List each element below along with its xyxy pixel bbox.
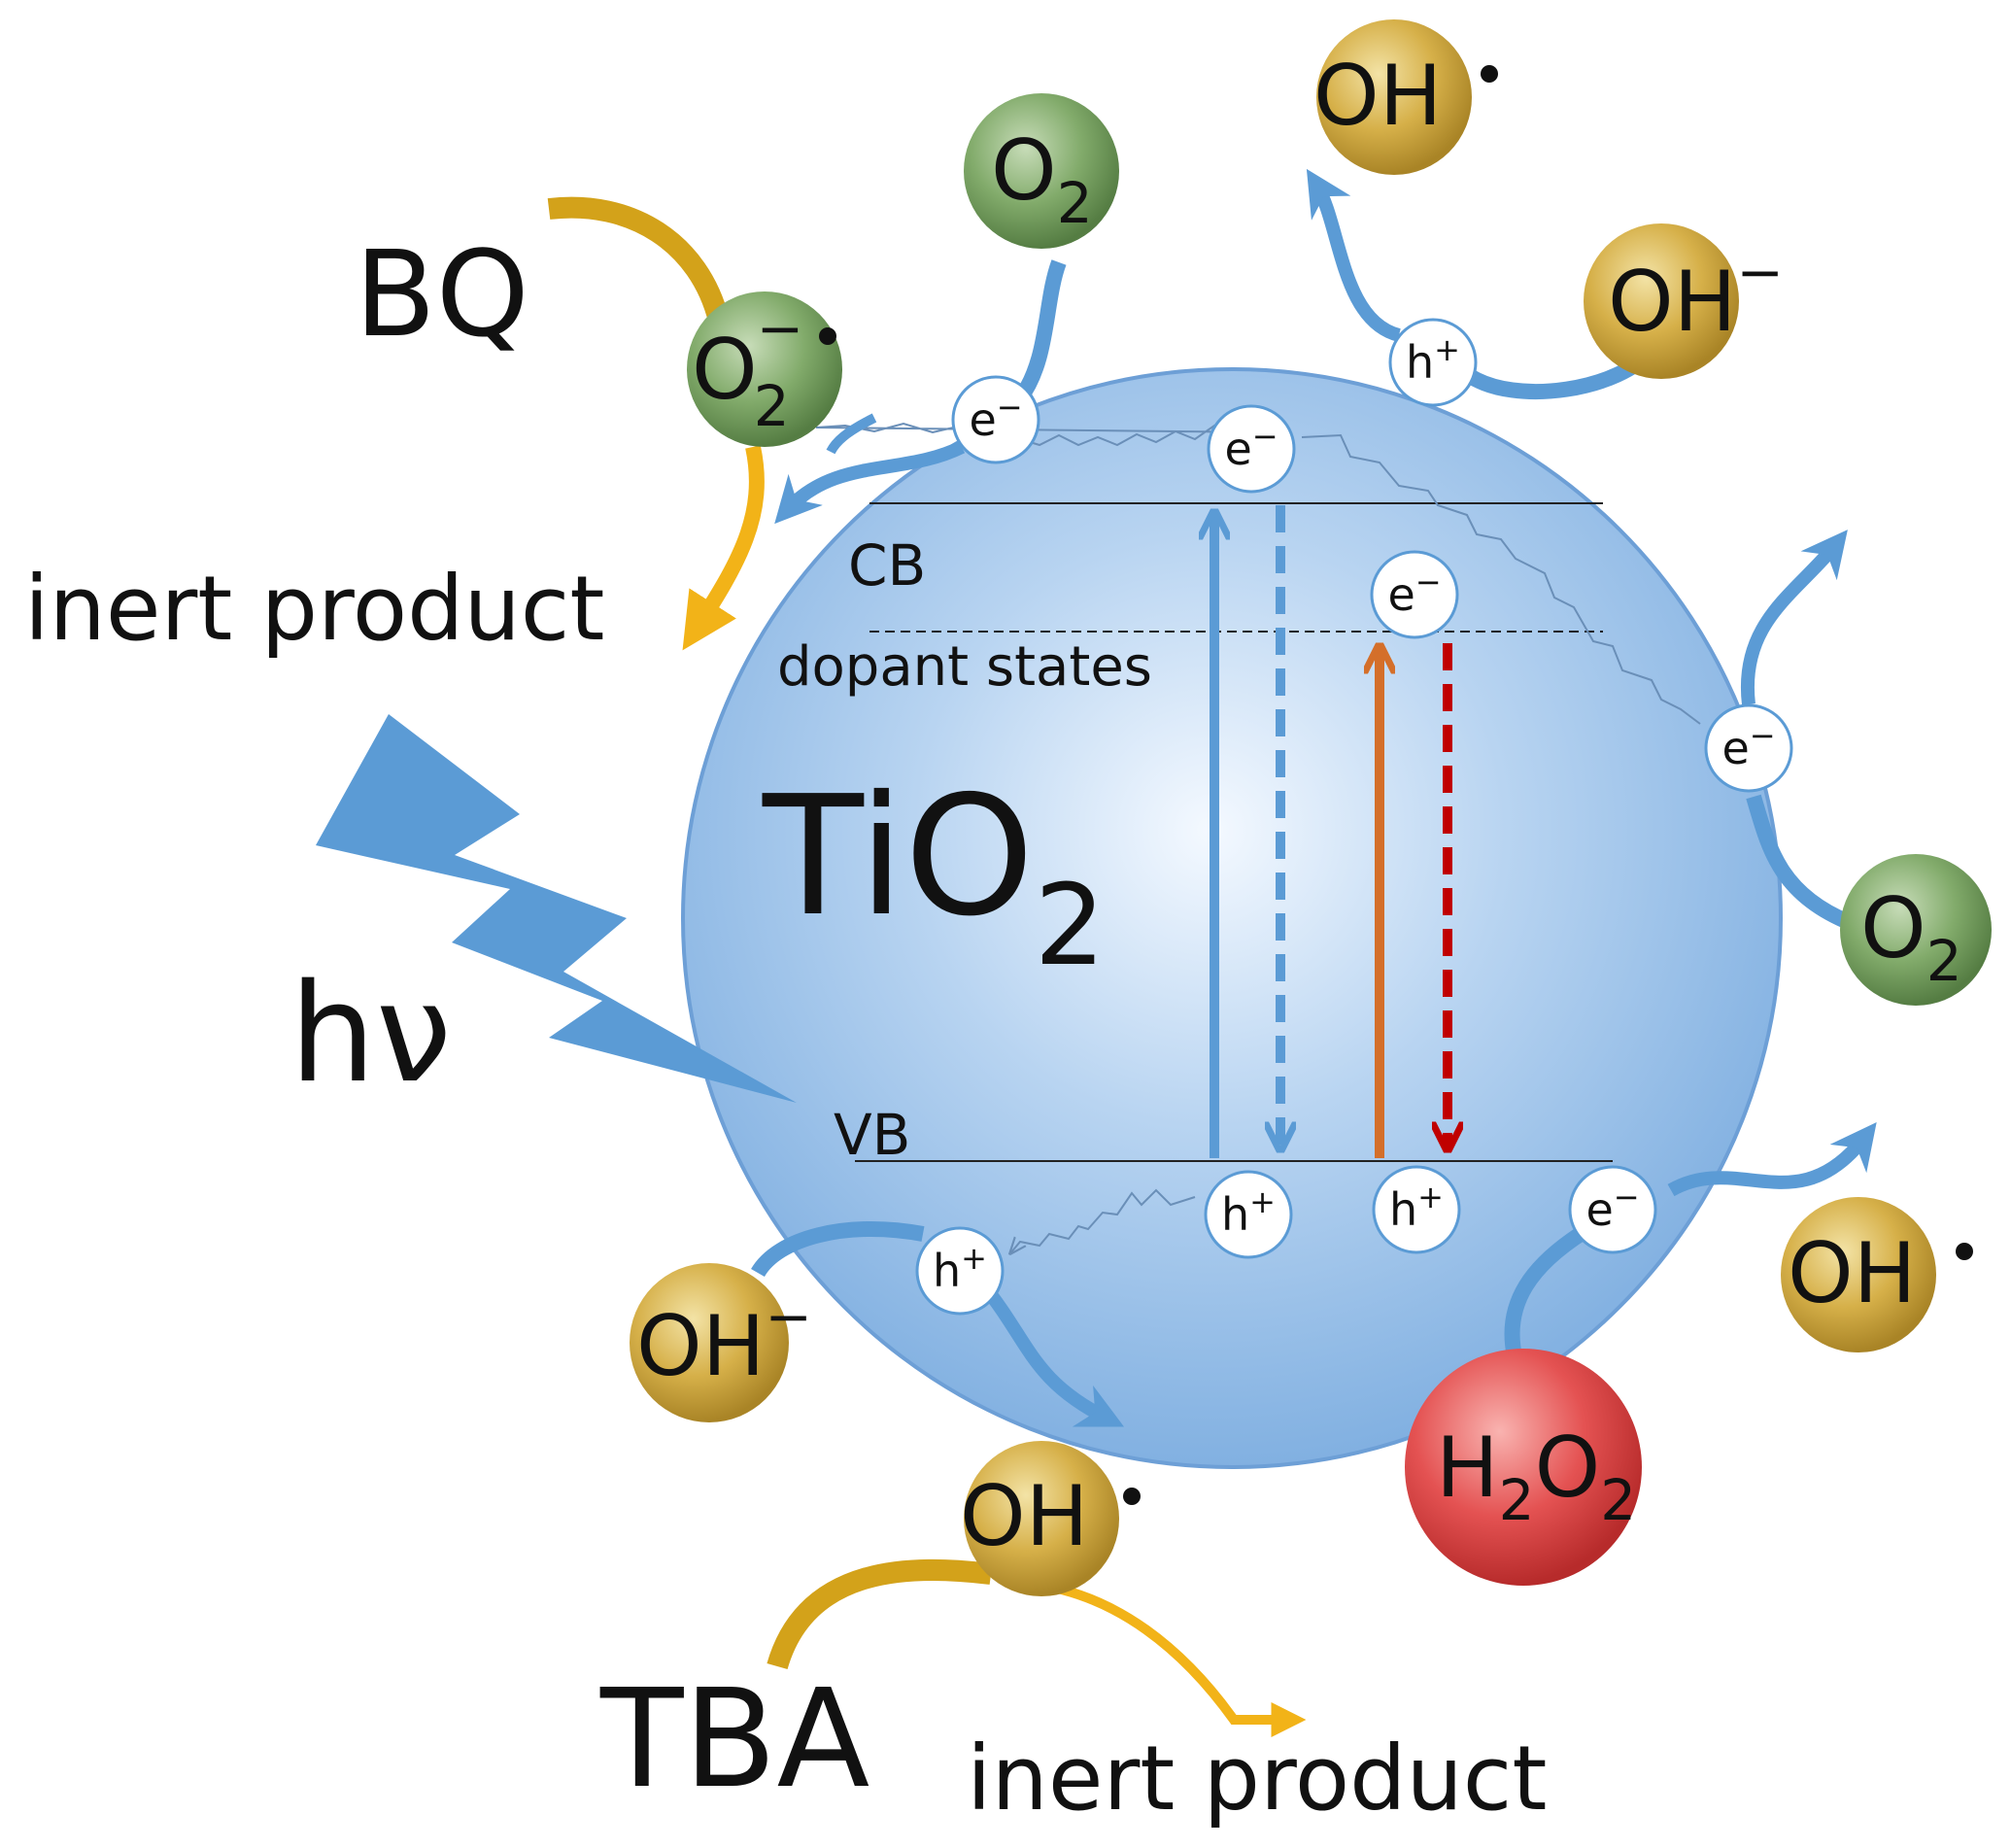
carrier-h-bottom-left: h+ (915, 1226, 1005, 1316)
cb-label: CB (848, 532, 926, 599)
o2-radical-dot (819, 327, 836, 345)
h2o2-oh-arrow (1667, 1121, 1877, 1197)
carrier-h-vb-2: h+ (1372, 1165, 1461, 1254)
vb-label: VB (834, 1102, 910, 1168)
hole-migration-path (1010, 1188, 1196, 1253)
oh-radical-dot-right (1956, 1243, 1973, 1260)
o2-radical-label: O2− (692, 295, 803, 439)
o2-radical-molecule (687, 291, 842, 447)
o2-label-top: O2 (991, 122, 1093, 236)
electron-migration-path-right (1301, 433, 1701, 725)
oh-radical-molecule-right (1781, 1197, 1936, 1352)
bq-inert-arrow (682, 445, 765, 651)
svg-text:h+: h+ (933, 1240, 987, 1297)
oh-radical-label-top: OH (1313, 48, 1442, 145)
oh-radical-molecule-top (1316, 19, 1472, 175)
carrier-e-cb: e− (1207, 404, 1296, 494)
o2-right-arrow (1746, 794, 1855, 931)
o2-adsorb-arrow (1013, 259, 1067, 403)
o2-molecule-right (1840, 854, 1992, 1006)
o2-reduction-arrow (774, 440, 966, 525)
oh-radical-arrow (1306, 168, 1402, 342)
oh-minus-label-bottom: OH− (636, 1283, 812, 1395)
tba-label: TBA (599, 1660, 869, 1819)
oh-bottom-oxidation-arrow (751, 1220, 925, 1278)
carrier-h-top-right: h+ (1388, 318, 1478, 407)
electron-migration-path (815, 424, 1263, 445)
svg-text:h+: h+ (1406, 331, 1460, 389)
tio2-title: TiO2 (762, 761, 1106, 991)
o2-molecule-top (964, 93, 1119, 249)
tba-scavenge-arrow (767, 1558, 993, 1670)
carrier-e-bottom-right: e− (1568, 1165, 1657, 1254)
svg-text:e−: e− (1585, 1179, 1639, 1236)
bq-label: BQ (355, 225, 529, 363)
svg-text:h+: h+ (1221, 1183, 1276, 1241)
oh-radical-label-bottom: OH (960, 1468, 1088, 1565)
o2-rad-arrow-back (826, 413, 877, 455)
oh-radical-label-right: OH (1788, 1225, 1916, 1322)
o2-right-out-arrow (1740, 530, 1848, 705)
svg-text:e−: e− (1721, 717, 1775, 774)
oh-radical-molecule-bottom (964, 1441, 1119, 1596)
oh-minus-label-top: OH− (1608, 239, 1784, 351)
h2o2-label: H2O2 (1436, 1420, 1636, 1533)
oh-minus-molecule-top (1584, 223, 1739, 379)
carrier-e-top-left: e− (951, 375, 1040, 464)
oh-radical-dot-bottom (1123, 1488, 1141, 1505)
svg-text:e−: e− (1224, 418, 1278, 475)
svg-text:h+: h+ (1389, 1179, 1444, 1236)
svg-text:e−: e− (969, 389, 1022, 446)
inert-product-label-bottom: inert product (967, 1727, 1547, 1831)
light-bolt-icon (316, 714, 797, 1103)
oh-bottom-radical-arrow (975, 1278, 1125, 1427)
carrier-e-dopant: e− (1370, 550, 1459, 639)
carrier-h-vb-1: h+ (1204, 1170, 1293, 1259)
carrier-e-right: e− (1704, 703, 1793, 793)
bq-scavenge-arrow (547, 196, 730, 324)
svg-text:e−: e− (1387, 564, 1441, 621)
oh-radical-dot-top (1481, 65, 1498, 83)
tio2-particle (681, 367, 1783, 1469)
dopant-states-label: dopant states (777, 635, 1152, 699)
h2o2-reduction-arrow (1504, 1225, 1588, 1362)
h2o2-molecule (1405, 1349, 1642, 1586)
hv-label: hν (290, 955, 452, 1113)
tba-inert-arrow (1029, 1579, 1307, 1737)
oh-minus-molecule-bottom (630, 1263, 789, 1422)
inert-product-label-top: inert product (24, 557, 604, 661)
o2-label-right: O2 (1860, 880, 1962, 994)
